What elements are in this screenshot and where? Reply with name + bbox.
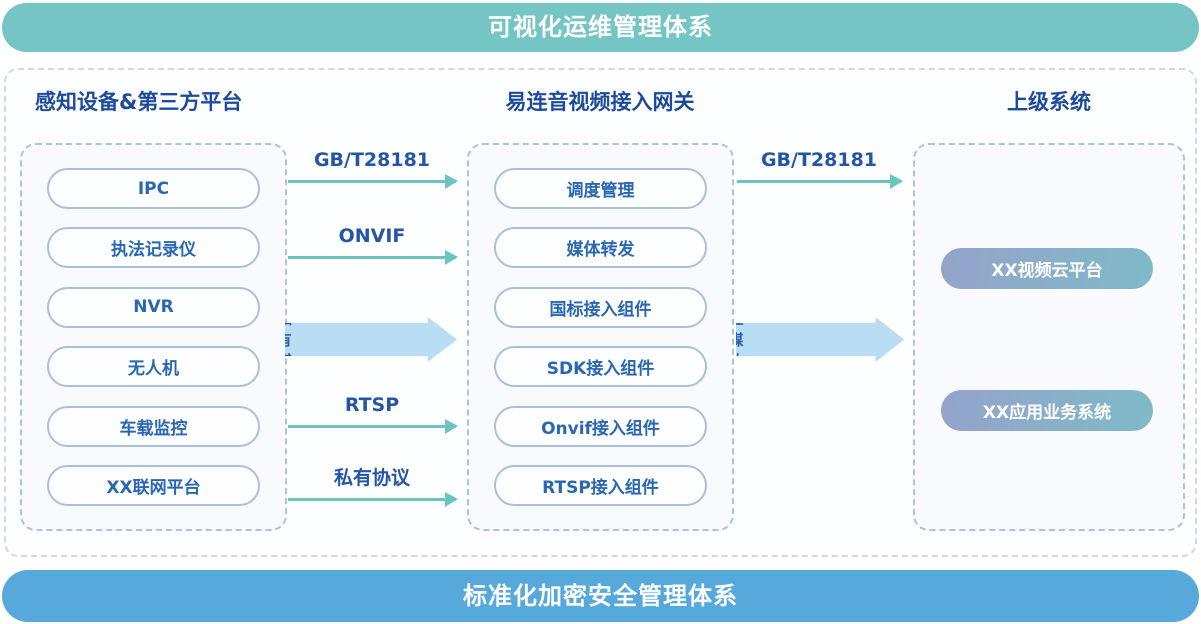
arrow-rtsp: RTSP <box>288 393 458 434</box>
upper-pill-business-system: XX应用业务系统 <box>941 390 1153 431</box>
arrow-label: ONVIF <box>338 225 406 247</box>
arrow-onvif: ONVIF <box>288 224 458 265</box>
top-banner-label: 可视化运维管理体系 <box>488 13 713 41</box>
device-pill-network-platform: XX联网平台 <box>47 464 260 506</box>
arrow-line <box>737 174 903 189</box>
upper-group-box: XX视频云平台 XX应用业务系统 <box>913 143 1185 531</box>
arrow-line <box>288 174 458 189</box>
arrow-std-media-stream: 标准媒体流 <box>736 317 905 362</box>
upper-pill-video-cloud: XX视频云平台 <box>941 248 1153 289</box>
arrow-label: 私有协议 <box>333 467 410 489</box>
bottom-banner-label: 标准化加密安全管理体系 <box>463 582 738 610</box>
arrow-head-icon <box>445 419 458 434</box>
top-banner: 可视化运维管理体系 <box>2 3 1199 52</box>
arrow-std-private-media-stream: 标准/私有媒体流 <box>285 317 457 362</box>
arrow-gbt28181-right: GB/T28181 <box>737 148 903 189</box>
gateway-pill-stack: 调度管理 媒体转发 国标接入组件 SDK接入组件 Onvif接入组件 RTSP接… <box>469 145 732 529</box>
device-pill-nvr: NVR <box>47 286 260 328</box>
gateway-group-box: 调度管理 媒体转发 国标接入组件 SDK接入组件 Onvif接入组件 RTSP接… <box>467 143 734 531</box>
gateway-pill-onvif-access: Onvif接入组件 <box>494 405 707 447</box>
arrow-head-icon <box>445 174 458 189</box>
bottom-banner: 标准化加密安全管理体系 <box>2 570 1199 622</box>
arrow-label: GB/T28181 <box>760 149 878 171</box>
gateway-pill-media-forward: 媒体转发 <box>494 227 707 269</box>
arrow-head-icon <box>445 250 458 265</box>
device-pill-body-camera: 执法记录仪 <box>47 227 260 269</box>
arrow-line <box>288 492 458 507</box>
gateway-column-title: 易连音视频接入网关 <box>505 90 695 114</box>
gateway-pill-gb-access: 国标接入组件 <box>494 286 707 328</box>
arrow-head-icon <box>890 174 903 189</box>
devices-pill-stack: IPC 执法记录仪 NVR 无人机 车载监控 XX联网平台 <box>22 145 285 529</box>
arrow-label: GB/T28181 <box>313 149 431 171</box>
arrow-line <box>288 419 458 434</box>
device-pill-ipc: IPC <box>47 168 260 209</box>
arrow-private-protocol: 私有协议 <box>288 466 458 507</box>
devices-group-box: IPC 执法记录仪 NVR 无人机 车载监控 XX联网平台 <box>20 143 287 531</box>
devices-column-title: 感知设备&第三方平台 <box>35 90 243 114</box>
arrow-head-icon <box>445 492 458 507</box>
gateway-pill-dispatch: 调度管理 <box>494 168 707 209</box>
device-pill-drone: 无人机 <box>47 346 260 388</box>
arrow-gbt28181-left: GB/T28181 <box>288 148 458 189</box>
gateway-pill-sdk-access: SDK接入组件 <box>494 346 707 388</box>
arrow-line <box>288 250 458 265</box>
arrow-label: RTSP <box>344 394 400 416</box>
gateway-pill-rtsp-access: RTSP接入组件 <box>494 464 707 506</box>
upper-column-title: 上级系统 <box>1007 90 1091 114</box>
device-pill-vehicle-monitor: 车载监控 <box>47 405 260 447</box>
